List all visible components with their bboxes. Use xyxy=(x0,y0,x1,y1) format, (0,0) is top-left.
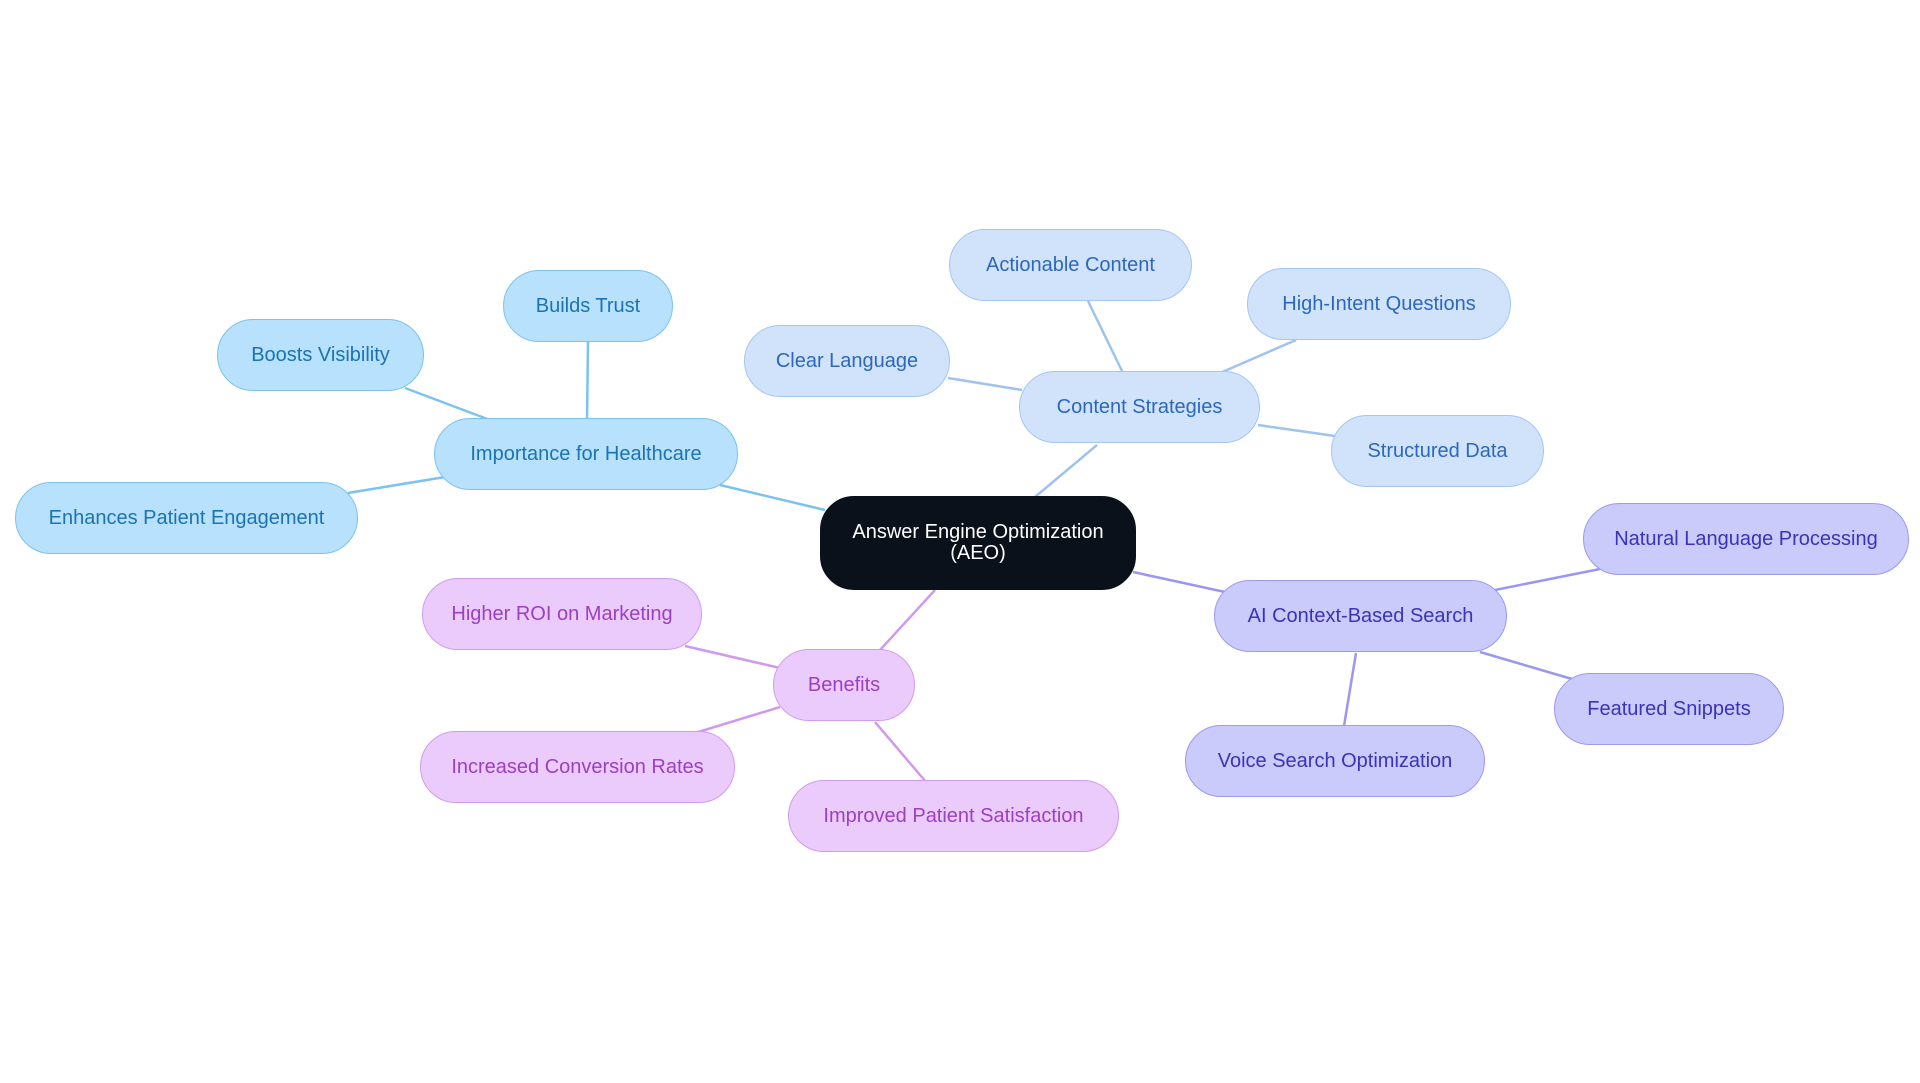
leaf-label: Featured Snippets xyxy=(1587,697,1751,720)
leaf-label: Clear Language xyxy=(775,349,919,372)
leaf-improved-patient-satisfaction: Improved Patient Satisfaction xyxy=(788,780,1119,852)
leaf-label: Structured Data xyxy=(1367,439,1508,462)
edge-benefits-conversion xyxy=(694,705,781,735)
leaf-label: Natural Language Processing xyxy=(1614,527,1878,550)
edge-root-ai xyxy=(1132,570,1226,594)
root-node-line1: Answer Engine Optimization xyxy=(852,521,1104,543)
edge-content-clear-language xyxy=(947,376,1023,392)
leaf-label: Boosts Visibility xyxy=(251,343,390,366)
branch-label: AI Context-Based Search xyxy=(1247,604,1474,627)
edge-ai-snippets xyxy=(1479,650,1573,681)
edge-benefits-satisfaction xyxy=(874,721,927,783)
edge-benefits-roi xyxy=(684,644,781,670)
leaf-label: Actionable Content xyxy=(985,253,1155,276)
leaf-actionable-content: Actionable Content xyxy=(949,229,1192,301)
edge-content-high-intent xyxy=(1219,338,1297,375)
leaf-label: Enhances Patient Engagement xyxy=(48,506,325,529)
branch-label: Importance for Healthcare xyxy=(470,442,702,465)
edge-content-structured xyxy=(1257,423,1336,438)
edge-ai-voice xyxy=(1342,652,1358,727)
branch-label: Benefits xyxy=(807,673,881,696)
root-node-line2: (AEO) xyxy=(950,542,1006,564)
leaf-label: Improved Patient Satisfaction xyxy=(823,804,1084,827)
leaf-label: High-Intent Questions xyxy=(1282,292,1476,315)
edge-root-content xyxy=(1034,444,1098,498)
edge-ai-nlp xyxy=(1494,567,1601,592)
branch-benefits: Benefits xyxy=(773,649,915,721)
edge-healthcare-builds-trust xyxy=(585,341,590,421)
edge-content-actionable xyxy=(1086,300,1125,374)
leaf-builds-trust: Builds Trust xyxy=(503,270,673,342)
leaf-featured-snippets: Featured Snippets xyxy=(1554,673,1784,745)
branch-ai-context-based-search: AI Context-Based Search xyxy=(1214,580,1507,652)
leaf-label: Voice Search Optimization xyxy=(1217,749,1453,772)
leaf-structured-data: Structured Data xyxy=(1331,415,1544,487)
leaf-natural-language-processing: Natural Language Processing xyxy=(1583,503,1909,575)
leaf-boosts-visibility: Boosts Visibility xyxy=(217,319,424,391)
edge-root-healthcare xyxy=(719,483,826,512)
leaf-voice-search-optimization: Voice Search Optimization xyxy=(1185,725,1485,797)
leaf-clear-language: Clear Language xyxy=(744,325,950,397)
leaf-increased-conversion-rates: Increased Conversion Rates xyxy=(420,731,735,803)
edge-healthcare-enhances xyxy=(347,475,446,495)
leaf-higher-roi-on-marketing: Higher ROI on Marketing xyxy=(422,578,702,650)
leaf-enhances-patient-engagement: Enhances Patient Engagement xyxy=(15,482,358,554)
branch-importance-for-healthcare: Importance for Healthcare xyxy=(434,418,738,490)
leaf-label: Increased Conversion Rates xyxy=(451,755,704,778)
edge-healthcare-boosts-visibility xyxy=(404,386,491,422)
branch-content-strategies: Content Strategies xyxy=(1019,371,1260,443)
branch-label: Content Strategies xyxy=(1056,395,1223,418)
edge-root-benefits xyxy=(879,589,936,651)
leaf-label: Higher ROI on Marketing xyxy=(451,602,673,625)
leaf-high-intent-questions: High-Intent Questions xyxy=(1247,268,1511,340)
leaf-label: Builds Trust xyxy=(535,294,641,317)
root-node-aeo: Answer Engine Optimization (AEO) xyxy=(820,496,1136,590)
